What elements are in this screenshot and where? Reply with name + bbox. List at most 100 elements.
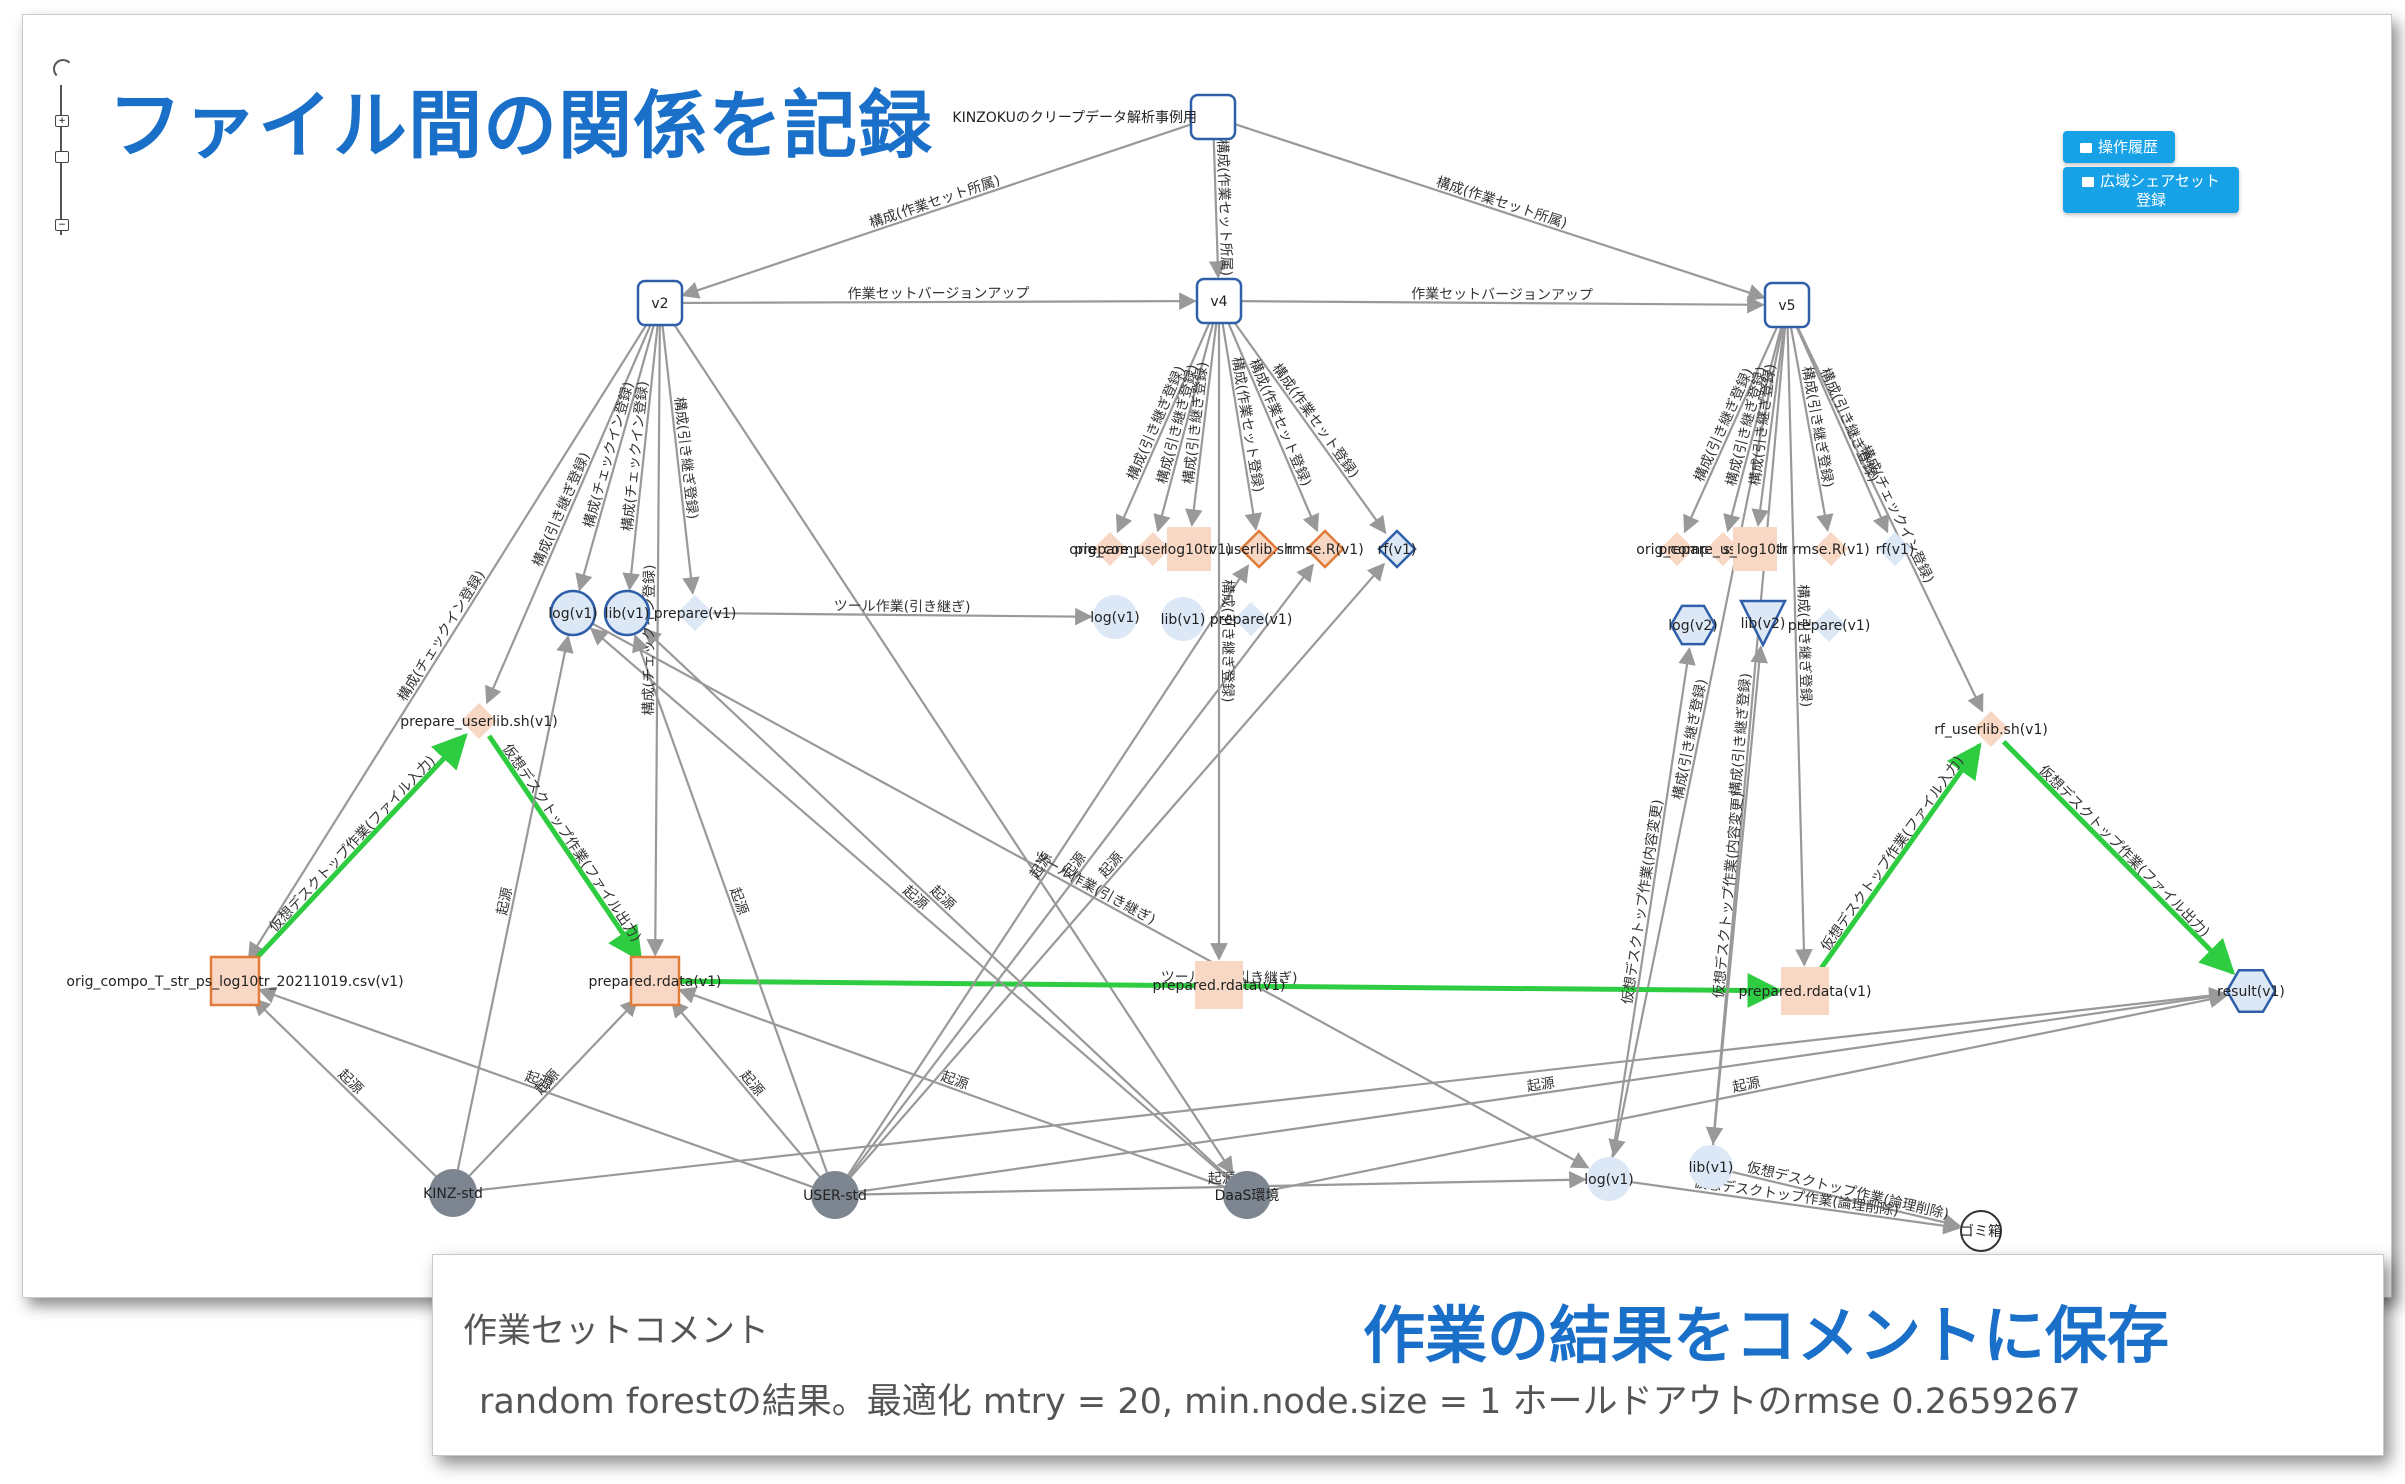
- edge-v5-v5rmse[interactable]: [1789, 326, 1834, 533]
- node-v5rf[interactable]: rf(v1): [1876, 532, 1915, 566]
- node-v5[interactable]: v5: [1763, 281, 1811, 329]
- edge-v2prepsh-prep1[interactable]: [487, 734, 643, 963]
- node-shape[interactable]: [1195, 277, 1243, 325]
- node-v2[interactable]: v2: [636, 279, 684, 327]
- node-shape[interactable]: [1195, 961, 1243, 1009]
- edge-v4-v5[interactable]: [1240, 295, 1765, 314]
- node-result[interactable]: result(v1): [2217, 968, 2285, 1014]
- node-shape[interactable]: [1814, 532, 1848, 566]
- node-daas[interactable]: DaaS環境: [1215, 1171, 1280, 1219]
- node-root[interactable]: KINZOKUのクリープデータ解析事例用: [952, 93, 1237, 141]
- node-shape[interactable]: [1161, 597, 1205, 641]
- edge-daas-v2lib[interactable]: [643, 628, 1231, 1180]
- node-v4orig[interactable]: orig_compo: [1069, 532, 1151, 566]
- node-shape[interactable]: [1706, 532, 1740, 566]
- edge-user-origcsv[interactable]: [257, 986, 813, 1188]
- node-trash[interactable]: ゴミ箱: [1960, 1210, 2002, 1252]
- node-shape[interactable]: [1878, 532, 1912, 566]
- node-v2log[interactable]: log(v1): [548, 589, 598, 637]
- node-shape[interactable]: [1587, 1157, 1631, 1201]
- node-shape[interactable]: [1781, 967, 1829, 1015]
- node-v5lib[interactable]: lib(v2): [1738, 599, 1788, 648]
- node-rfsh[interactable]: rf_userlib.sh(v1): [1934, 711, 2048, 747]
- node-shape[interactable]: [429, 1169, 477, 1217]
- node-v4rmse[interactable]: rmse.R(v1): [1286, 529, 1364, 569]
- node-shape[interactable]: [1093, 595, 1137, 639]
- node-shape[interactable]: [209, 955, 261, 1007]
- edge-prep3-rfsh[interactable]: [1816, 742, 1982, 973]
- node-prep2[interactable]: prepared.rdata(v1): [1153, 961, 1286, 1009]
- node-shape[interactable]: [1093, 532, 1127, 566]
- edge-kinz-result[interactable]: [476, 986, 2227, 1192]
- edge-daas-result[interactable]: [1270, 990, 2228, 1192]
- edge-lib3-v5lib[interactable]: [1711, 645, 1768, 1146]
- edge-v4-v4rf[interactable]: [1230, 318, 1387, 535]
- node-shape[interactable]: [461, 703, 497, 739]
- node-shape[interactable]: [677, 595, 713, 631]
- node-shape[interactable]: [1136, 532, 1170, 566]
- node-shape[interactable]: [1738, 599, 1788, 648]
- node-shape[interactable]: [1763, 281, 1811, 329]
- edge-user-log3[interactable]: [858, 1171, 1587, 1196]
- zoom-out-icon[interactable]: −: [55, 219, 69, 231]
- node-shape[interactable]: [1960, 1210, 2002, 1252]
- node-v2lib[interactable]: lib(v1): [603, 589, 651, 637]
- node-shape[interactable]: [1189, 93, 1237, 141]
- edge-origcsv-v2prepsh[interactable]: [249, 733, 468, 966]
- edge-v5-prep3[interactable]: [1786, 326, 1813, 967]
- node-v4rf[interactable]: rf(v1): [1377, 529, 1417, 569]
- node-v4lib[interactable]: lib(v1): [1161, 597, 1206, 641]
- zoom-slider[interactable]: + −: [53, 59, 73, 239]
- node-shape[interactable]: [1239, 529, 1279, 569]
- edge-v2-v2log[interactable]: [575, 323, 656, 592]
- edge-v5-v5rf[interactable]: [1794, 324, 1889, 534]
- edge-root-v4[interactable]: [1208, 138, 1227, 279]
- node-kinz[interactable]: KINZ-std: [423, 1169, 483, 1217]
- edge-kinz-origcsv[interactable]: [252, 997, 437, 1178]
- node-v5prepare[interactable]: prepare(v1): [1788, 608, 1871, 642]
- node-shape[interactable]: [1973, 711, 2009, 747]
- edge-log3-trash[interactable]: [1630, 1180, 1961, 1235]
- edge-v5-rfsh[interactable]: [1795, 324, 1984, 713]
- edge-v2-v2lib[interactable]: [622, 324, 659, 591]
- node-shape[interactable]: [1167, 527, 1211, 571]
- edge-user-v4rmse[interactable]: [848, 563, 1314, 1177]
- node-v5rmse[interactable]: rmse.R(v1): [1792, 532, 1870, 566]
- node-shape[interactable]: [1812, 608, 1846, 642]
- node-shape[interactable]: [1234, 602, 1268, 636]
- edge-v2-origcsv[interactable]: [247, 321, 650, 961]
- node-shape[interactable]: [1669, 604, 1717, 646]
- edge-log3-v5log[interactable]: [1611, 646, 1696, 1158]
- edge-v2-v4[interactable]: [681, 292, 1197, 310]
- edge-user-prep1[interactable]: [670, 999, 821, 1178]
- node-shape[interactable]: [636, 279, 684, 327]
- edge-user-v4rf[interactable]: [849, 562, 1386, 1178]
- node-v4prep[interactable]: prepare(v1): [1210, 602, 1293, 636]
- edge-v4-v4rmse[interactable]: [1226, 320, 1320, 533]
- node-v4log[interactable]: log(v1): [1090, 595, 1140, 639]
- graph-panel[interactable]: 構成(作業セット所属)構成(作業セット所属)構成(作業セット所属)作業セットバー…: [22, 14, 2392, 1298]
- node-shape[interactable]: [1689, 1145, 1733, 1189]
- edge-v2prep-v4log[interactable]: [712, 607, 1093, 626]
- edge-v5-v5sq[interactable]: [1751, 326, 1786, 527]
- node-shape[interactable]: [1660, 532, 1694, 566]
- operation-history-button[interactable]: 操作履歴: [2063, 131, 2175, 163]
- node-lib3[interactable]: lib(v1): [1689, 1145, 1734, 1189]
- node-v4sq[interactable]: log10tr: [1164, 527, 1215, 571]
- node-log3[interactable]: log(v1): [1584, 1157, 1634, 1201]
- node-prep1[interactable]: prepared.rdata(v1): [589, 955, 722, 1007]
- edge-v2-v2prep[interactable]: [661, 324, 700, 595]
- node-v2prepsh[interactable]: prepare_userlib.sh(v1): [400, 703, 558, 739]
- node-shape[interactable]: [549, 589, 597, 637]
- edge-v5-lib3[interactable]: [1705, 326, 1787, 1145]
- node-shape[interactable]: [603, 589, 651, 637]
- edge-v2log-log3[interactable]: [591, 622, 1590, 1169]
- edge-v2-daas[interactable]: [671, 320, 1234, 1175]
- edge-v4-v4sq[interactable]: [1185, 322, 1218, 527]
- edge-user-v4userlib[interactable]: [847, 564, 1249, 1176]
- edge-daas-prep1[interactable]: [677, 986, 1225, 1188]
- node-v5orig[interactable]: orig_compo: [1636, 532, 1718, 566]
- edge-user-v2lib[interactable]: [632, 633, 828, 1173]
- node-shape[interactable]: [811, 1171, 859, 1219]
- node-v5log[interactable]: log(v2): [1668, 604, 1718, 646]
